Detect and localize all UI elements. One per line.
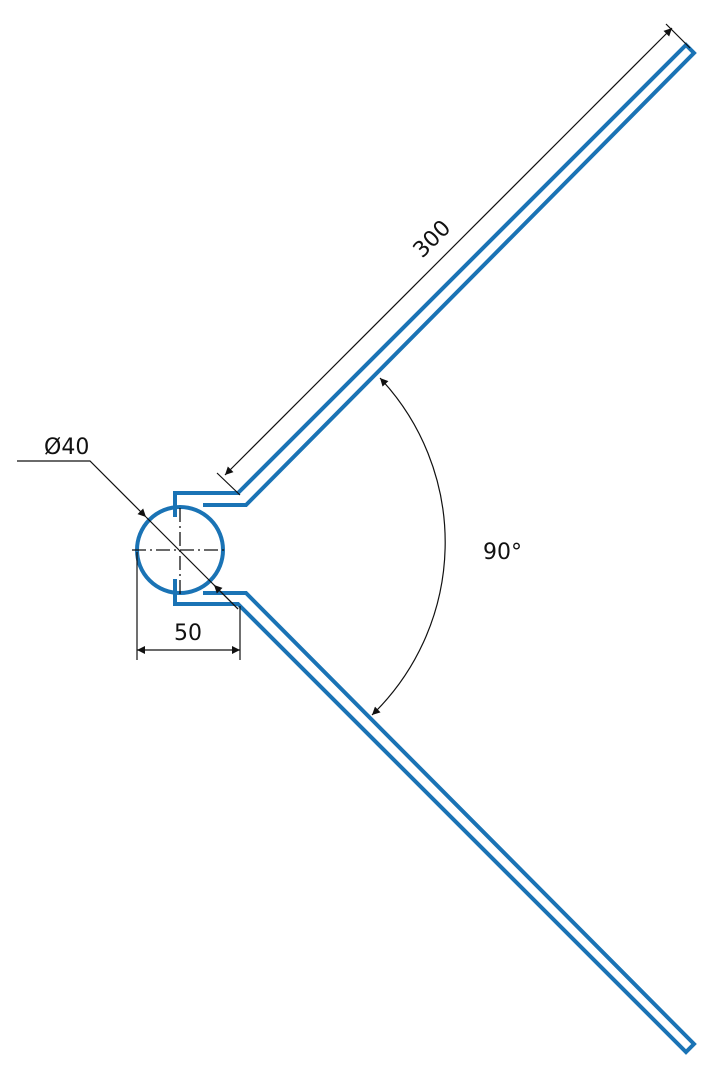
diameter-dimension: [17, 460, 239, 610]
diameter-arrow-line: [213, 584, 239, 610]
length-label: 300: [409, 216, 456, 263]
diameter-leader-line: [17, 460, 147, 518]
upper-arm-outline: [173, 42, 697, 517]
length-extension-line-top: [665, 23, 691, 49]
width-dimension: [136, 552, 241, 660]
angle-label: 90°: [483, 540, 522, 565]
lower-arm-outline: [173, 579, 697, 1055]
angle-arc: [371, 377, 446, 716]
width-label: 50: [174, 621, 202, 646]
length-dimension-line: [224, 27, 673, 476]
diameter-label: Ø40: [44, 435, 89, 460]
angle-dimension: [371, 377, 446, 716]
length-dimension: [216, 23, 691, 496]
part-outline: [135, 42, 697, 1055]
length-extension-line-bottom: [216, 472, 241, 496]
